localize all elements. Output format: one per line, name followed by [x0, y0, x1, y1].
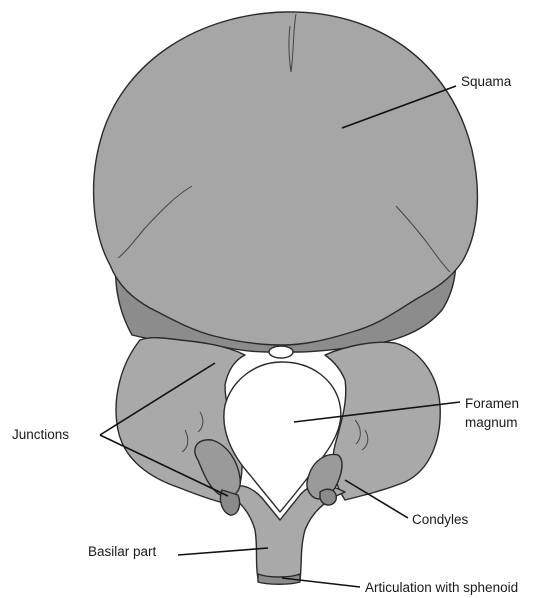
label-squama: Squama	[461, 74, 512, 89]
label-foramen-line2: magnum	[465, 415, 518, 430]
median-foramen	[269, 346, 293, 358]
label-basilar-part: Basilar part	[88, 544, 157, 559]
label-articulation: Articulation with sphenoid	[365, 580, 518, 595]
label-condyles: Condyles	[412, 512, 469, 527]
label-foramen-line1: Foramen	[465, 396, 519, 411]
right-condyle-facet	[320, 489, 336, 505]
basilar-leader	[178, 548, 268, 555]
right-lateral-part	[325, 342, 440, 500]
squama	[94, 12, 478, 345]
label-junctions: Junctions	[12, 427, 69, 442]
